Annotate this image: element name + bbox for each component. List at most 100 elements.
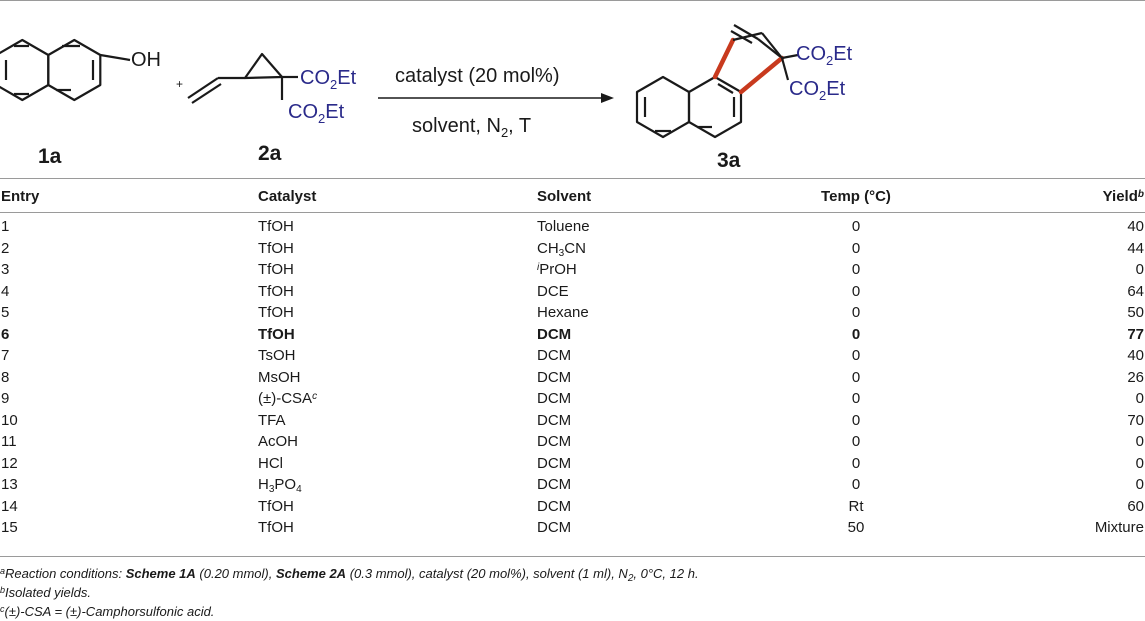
cell-yield: 77 xyxy=(1127,325,1144,343)
cell-temp: 0 xyxy=(851,218,861,235)
cell-solvent: DCE xyxy=(537,282,569,300)
cell-entry: 7 xyxy=(1,347,10,364)
naphthol-structure xyxy=(0,38,131,102)
cell-yield: 40 xyxy=(1127,347,1144,364)
cell-yield: 0 xyxy=(1135,476,1144,493)
reaction-arrow xyxy=(378,93,614,103)
compound-label-2a: 2a xyxy=(258,142,282,165)
header-yield: Yieldb xyxy=(1102,188,1144,205)
ester-group-2a-top: CO2Et xyxy=(300,67,357,92)
product-ring-bonds xyxy=(732,31,799,81)
cell-yield: 60 xyxy=(1127,497,1144,515)
scheme-rule xyxy=(0,178,1145,179)
cell-catalyst: TfOH xyxy=(258,519,294,536)
header-temp: Temp (°C) xyxy=(821,188,891,205)
ester-group-2a-bottom: CO2Et xyxy=(288,101,345,126)
cell-entry: 6 xyxy=(1,325,10,343)
cell-yield: 70 xyxy=(1127,411,1144,429)
cell-entry: 4 xyxy=(1,282,10,300)
table-row: 1 TfOH Toluene 0 40 xyxy=(0,213,1145,238)
cell-catalyst: HCl xyxy=(258,454,283,472)
cell-catalyst: TfOH xyxy=(258,304,294,321)
cell-entry: 1 xyxy=(1,218,10,235)
cell-catalyst: TfOH xyxy=(258,261,294,278)
product-structure xyxy=(635,24,783,139)
cell-catalyst: MsOH xyxy=(258,368,301,386)
cell-solvent: Toluene xyxy=(537,218,590,235)
cell-solvent: Hexane xyxy=(537,304,589,321)
cell-solvent: DCM xyxy=(537,454,572,472)
table-row: 14 TfOH DCM Rt 60 xyxy=(0,496,1145,518)
cell-catalyst: AcOH xyxy=(258,433,299,450)
cell-solvent: DCM xyxy=(537,368,572,386)
cell-catalyst: TfOH xyxy=(258,218,294,235)
cell-solvent: DCM xyxy=(537,411,572,429)
cell-temp: 0 xyxy=(851,390,861,407)
compound-label-3a: 3a xyxy=(717,149,741,172)
cell-solvent: DCM xyxy=(537,433,572,450)
footnote-b: bIsolated yields. xyxy=(0,585,92,600)
cell-catalyst: TfOH xyxy=(258,282,294,300)
cell-catalyst: TfOH xyxy=(258,497,294,515)
cell-entry: 14 xyxy=(1,497,18,515)
cell-yield: 26 xyxy=(1127,368,1144,386)
cell-yield: 40 xyxy=(1127,218,1144,235)
arrow-condition-bottom: solvent, N2, T xyxy=(412,115,531,140)
table-row: 11 AcOH DCM 0 0 xyxy=(0,431,1145,453)
cell-yield: 0 xyxy=(1135,261,1144,278)
cell-entry: 13 xyxy=(1,476,18,493)
header-entry: Entry xyxy=(1,188,40,205)
cell-catalyst: TFA xyxy=(258,411,286,429)
cell-solvent: DCM xyxy=(537,476,572,493)
table-row: 2 TfOH CH3CN 0 44 xyxy=(0,238,1145,260)
ester-group-3a-bottom: CO2Et xyxy=(789,78,846,103)
header-catalyst: Catalyst xyxy=(258,188,317,205)
footnote-c: c(±)-CSA = (±)-Camphorsulfonic acid. xyxy=(0,604,215,619)
cell-temp: 0 xyxy=(851,433,861,450)
cell-temp: 0 xyxy=(851,411,861,429)
cell-entry: 8 xyxy=(1,368,10,386)
cell-entry: 11 xyxy=(1,433,17,450)
cell-solvent: CH3CN xyxy=(537,239,586,259)
cell-temp: 0 xyxy=(851,347,861,364)
cell-solvent: DCM xyxy=(537,497,572,515)
footnotes: aReaction conditions: Scheme 1A (0.20 mm… xyxy=(0,564,1145,621)
cell-solvent: DCM xyxy=(537,325,572,343)
cell-solvent: DCM xyxy=(537,347,572,364)
table-bottom-rule xyxy=(0,556,1145,557)
cell-temp: 0 xyxy=(851,454,861,472)
cell-yield: 0 xyxy=(1135,433,1144,450)
cell-catalyst: TfOH xyxy=(258,239,294,257)
cell-entry: 9 xyxy=(1,390,10,407)
cell-entry: 10 xyxy=(1,411,18,429)
cell-temp: 0 xyxy=(851,304,861,321)
reaction-scheme: OH 1a + CO2Et CO2Et 2a catalyst (20 mol%… xyxy=(0,24,853,172)
cell-yield: 44 xyxy=(1127,239,1144,257)
hydroxyl-label: OH xyxy=(131,49,161,71)
cell-temp: Rt xyxy=(848,497,864,515)
cell-catalyst: (±)-CSAc xyxy=(258,390,318,407)
cell-yield: Mixture xyxy=(1094,519,1144,536)
cell-entry: 3 xyxy=(1,261,10,278)
cell-entry: 2 xyxy=(1,239,10,257)
table-header-row: Entry Catalyst Solvent Temp (°C) Yieldb xyxy=(0,182,1145,213)
compound-label-1a: 1a xyxy=(38,145,62,168)
cell-catalyst: TfOH xyxy=(258,325,295,343)
cell-entry: 5 xyxy=(1,304,10,321)
cyclopropane-structure xyxy=(187,52,298,104)
header-solvent: Solvent xyxy=(537,188,592,205)
cell-temp: 0 xyxy=(851,282,861,300)
arrow-condition-top: catalyst (20 mol%) xyxy=(395,65,560,87)
ester-group-3a-top: CO2Et xyxy=(796,43,853,68)
cell-temp: 0 xyxy=(851,239,861,257)
cell-solvent: DCM xyxy=(537,519,572,536)
